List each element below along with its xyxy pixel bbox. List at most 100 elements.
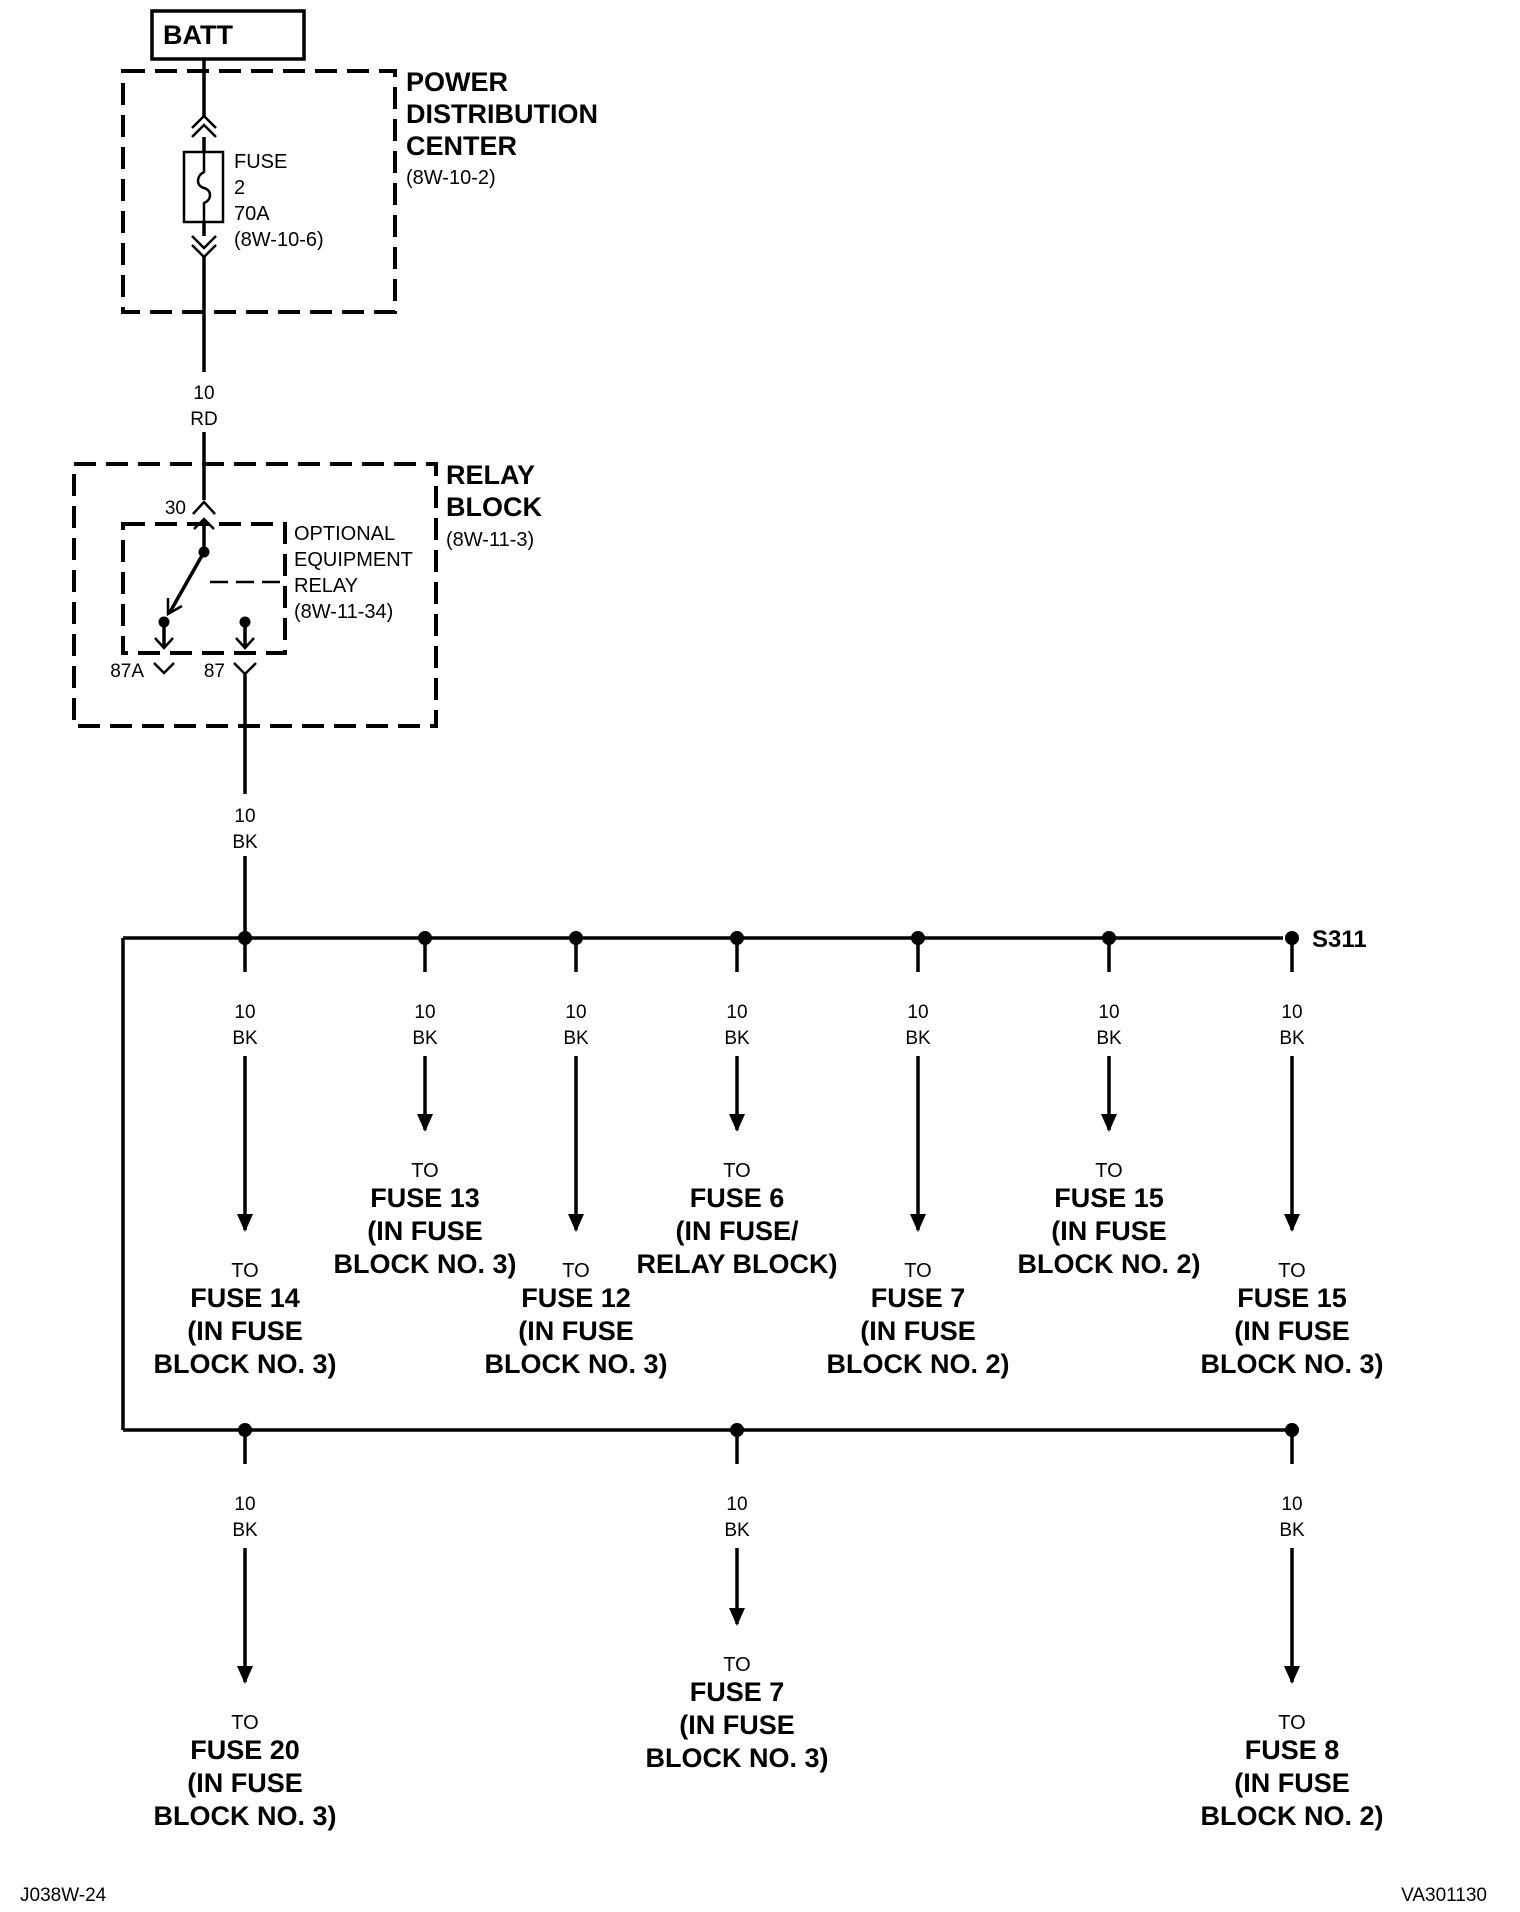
branch-gauge: 10 [726, 1494, 747, 1515]
branch-gauge: 10 [1281, 1002, 1302, 1023]
branch-location-line2: BLOCK NO. 3) [645, 1743, 828, 1773]
branch-location-line1: (IN FUSE [187, 1316, 303, 1346]
branch-gauge: 10 [565, 1002, 586, 1023]
branch-to: TO [411, 1160, 438, 1182]
splice-label: S311 [1312, 926, 1367, 953]
branch-location-line1: (IN FUSE [679, 1710, 795, 1740]
pdc-line3: CENTER [406, 131, 517, 161]
branch-location-line2: BLOCK NO. 3) [1200, 1349, 1383, 1379]
relay-block: RELAY BLOCK (8W-11-3) [72, 460, 542, 728]
relay-line3: RELAY [294, 575, 358, 597]
branch-location-line1: (IN FUSE [860, 1316, 976, 1346]
branch-gauge: 10 [234, 1002, 255, 1023]
branch-to: TO [562, 1260, 589, 1282]
branch-color: BK [1279, 1028, 1305, 1049]
fuse-icon [182, 150, 225, 224]
branch-gauge: 10 [1098, 1002, 1119, 1023]
branch-location-line1: (IN FUSE/ [675, 1216, 799, 1246]
branch-color: BK [412, 1028, 438, 1049]
branch-gauge: 10 [726, 1002, 747, 1023]
branch-color: BK [724, 1520, 750, 1541]
fuse-line2: 2 [234, 177, 245, 199]
pin-87-connector-icon [233, 662, 257, 676]
relay-line1: OPTIONAL [294, 523, 395, 545]
branch-location-line2: BLOCK NO. 3) [484, 1349, 667, 1379]
optional-equipment-relay: OPTIONAL EQUIPMENT RELAY (8W-11-34) [121, 522, 413, 655]
arrow-down-icon [237, 1214, 253, 1232]
branch-location-line2: RELAY BLOCK) [636, 1249, 837, 1279]
branch-fuse: FUSE 6 [690, 1183, 785, 1213]
wire-rd-gauge: 10 [193, 383, 214, 404]
arrow-down-icon [1284, 1666, 1300, 1684]
branch-color: BK [1096, 1028, 1122, 1049]
branch-gauge: 10 [1281, 1494, 1302, 1515]
branch-fuse: FUSE 7 [690, 1677, 785, 1707]
branch-color: BK [563, 1028, 589, 1049]
branch-fuse: FUSE 12 [521, 1283, 631, 1313]
branch-gauge: 10 [234, 1494, 255, 1515]
branch-location-line1: (IN FUSE [1051, 1216, 1167, 1246]
pdc-line1: POWER [406, 67, 508, 97]
branch-fuse: FUSE 13 [370, 1183, 480, 1213]
pin-87-label: 87 [204, 661, 225, 682]
connector-upper-icon [191, 114, 217, 138]
branch-color: BK [1279, 1520, 1305, 1541]
relay-line2: EQUIPMENT [294, 549, 413, 571]
branch-gauge: 10 [414, 1002, 435, 1023]
wire-bk-gauge: 10 [234, 806, 255, 827]
branch-location-line1: (IN FUSE [1234, 1316, 1350, 1346]
branch-location-line1: (IN FUSE [518, 1316, 634, 1346]
branch-location-line2: BLOCK NO. 3) [153, 1349, 336, 1379]
arrow-down-icon [910, 1214, 926, 1232]
branch-to: TO [904, 1260, 931, 1282]
branch-fuse: FUSE 7 [871, 1283, 966, 1313]
branch-color: BK [232, 1520, 258, 1541]
battery-box [150, 9, 306, 61]
branch-color: BK [905, 1028, 931, 1049]
arrow-down-icon [729, 1114, 745, 1132]
branch-fuse: FUSE 14 [190, 1283, 300, 1313]
branch-to: TO [1095, 1160, 1122, 1182]
arrow-down-icon [237, 1666, 253, 1684]
branch-to: TO [723, 1654, 750, 1676]
branch-gauge: 10 [907, 1002, 928, 1023]
wire-rd-color: RD [190, 409, 217, 430]
arrow-down-icon [568, 1214, 584, 1232]
branch-to: TO [231, 1712, 258, 1734]
relay-block-dashed-box [72, 462, 438, 728]
arrow-down-icon [729, 1608, 745, 1626]
arrow-down-icon [1101, 1114, 1117, 1132]
branch-fuse: FUSE 15 [1237, 1283, 1347, 1313]
branch-fuse: FUSE 20 [190, 1735, 300, 1765]
branch-location-line2: BLOCK NO. 2) [1017, 1249, 1200, 1279]
branch-to: TO [1278, 1712, 1305, 1734]
relay-switch-icon [154, 517, 283, 650]
power-distribution-center: POWER DISTRIBUTION CENTER (8W-10-2) [121, 67, 598, 314]
pin-87a-connector-icon [153, 662, 175, 675]
relay-block-line1: RELAY [446, 460, 535, 490]
branch-location-line2: BLOCK NO. 2) [826, 1349, 1009, 1379]
fuse-line3: 70A [234, 203, 270, 225]
branch-color: BK [232, 1028, 258, 1049]
pdc-line2: DISTRIBUTION [406, 99, 598, 129]
branch-fuse: FUSE 8 [1245, 1735, 1340, 1765]
branch-location-line2: BLOCK NO. 2) [1200, 1801, 1383, 1831]
pin-30-label: 30 [165, 498, 186, 519]
branch-to: TO [1278, 1260, 1305, 1282]
branch-color: BK [724, 1028, 750, 1049]
branch-to: TO [231, 1260, 258, 1282]
arrow-down-icon [1284, 1214, 1300, 1232]
branch-location-line1: (IN FUSE [187, 1768, 303, 1798]
connector-lower-icon [191, 235, 217, 259]
